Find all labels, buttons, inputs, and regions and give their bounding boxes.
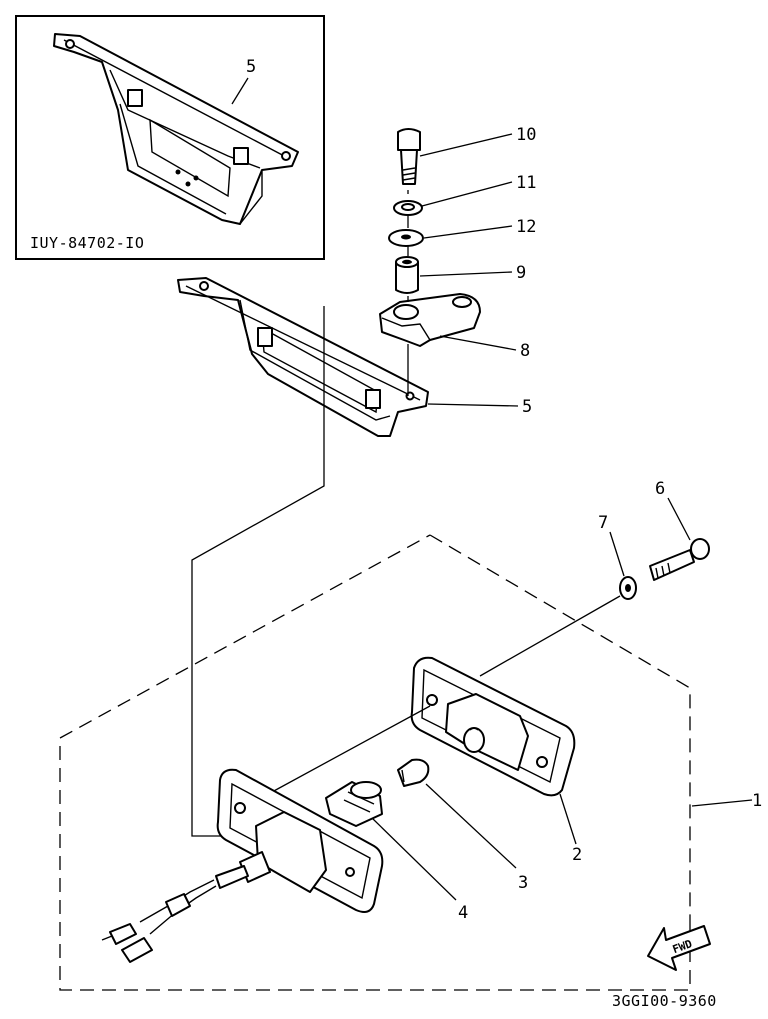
callout-8: 8 xyxy=(520,341,530,361)
socket-4 xyxy=(325,781,383,827)
leader-11 xyxy=(421,181,513,207)
leader-4 xyxy=(371,817,457,901)
screw-6 xyxy=(649,538,710,581)
spring-washer-11 xyxy=(393,200,423,216)
leader-6 xyxy=(667,497,691,541)
callout-11: 11 xyxy=(516,173,536,193)
leader-3 xyxy=(425,783,517,869)
bulb-3 xyxy=(397,758,430,787)
callout-6: 6 xyxy=(655,479,665,499)
leader-7 xyxy=(609,531,625,577)
lens-2 xyxy=(410,656,576,797)
leader-2 xyxy=(559,793,577,845)
callout-12: 12 xyxy=(516,217,536,237)
inset-part-code: IUY-84702-IO xyxy=(30,234,144,252)
callout-2: 2 xyxy=(572,845,582,865)
bracket-8 xyxy=(379,293,481,347)
washer-7 xyxy=(619,576,637,600)
inset-callout: 5 xyxy=(246,57,256,77)
leader-9 xyxy=(419,271,513,277)
callout-10: 10 xyxy=(516,125,536,145)
main-bracket xyxy=(177,277,429,437)
screw-axis xyxy=(479,595,621,677)
inset-panel: 5 IUY-84702-IO xyxy=(15,15,325,260)
callout-3: 3 xyxy=(518,873,528,893)
fwd-arrow: FWD xyxy=(647,925,711,971)
leader-10 xyxy=(419,133,513,157)
callout-9: 9 xyxy=(516,263,526,283)
wire-harness xyxy=(101,865,249,963)
collar-9 xyxy=(395,256,419,294)
callout-7: 7 xyxy=(598,513,608,533)
leader-5 xyxy=(427,403,519,407)
leader-12 xyxy=(423,225,513,239)
leader-8 xyxy=(439,335,517,351)
drawing-code: 3GGI00-9360 xyxy=(612,992,717,1010)
lens-axis xyxy=(271,705,431,793)
inset-leader xyxy=(231,77,249,105)
inset-bracket xyxy=(53,33,299,225)
callout-5: 5 xyxy=(522,397,532,417)
leader-1 xyxy=(691,799,753,807)
mount-line xyxy=(191,306,325,837)
bolt-10 xyxy=(397,128,421,185)
assembly-outline xyxy=(59,534,691,991)
callout-4: 4 xyxy=(458,903,468,923)
washer-12 xyxy=(388,229,424,247)
callout-1: 1 xyxy=(752,791,762,811)
